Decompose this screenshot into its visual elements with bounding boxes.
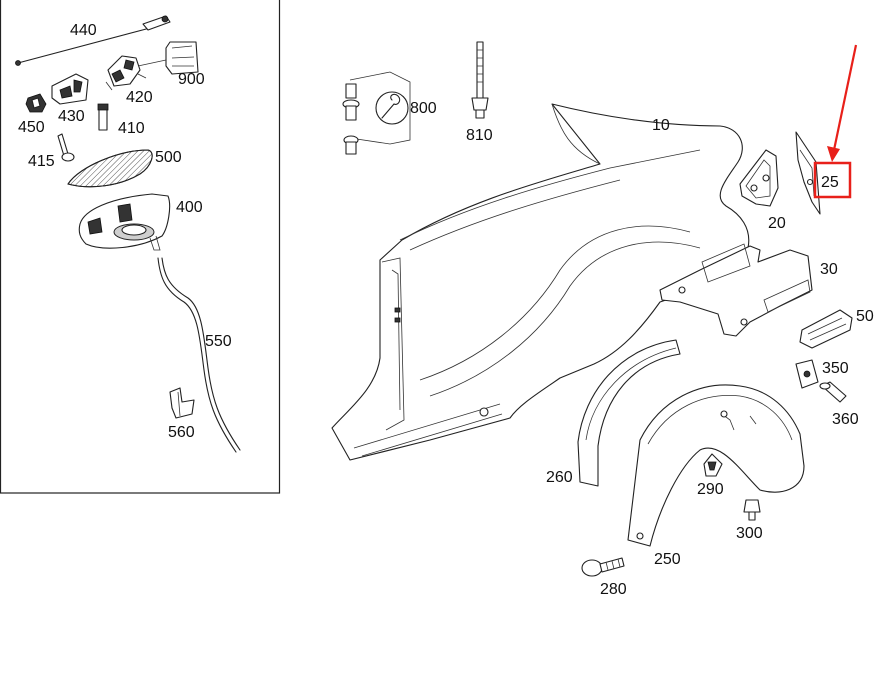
wrench-icon-shape — [381, 93, 401, 119]
part-415-screw[interactable] — [57, 133, 75, 162]
part-290-clip[interactable] — [703, 453, 723, 477]
label-400: 400 — [176, 199, 203, 216]
label-290: 290 — [697, 481, 724, 498]
label-410: 410 — [118, 120, 145, 137]
part-800-bolts[interactable] — [342, 71, 411, 155]
wrench-icon — [375, 91, 409, 125]
label-260: 260 — [546, 469, 573, 486]
part-250-wheel-liner[interactable] — [627, 384, 805, 547]
label-360: 360 — [832, 411, 859, 428]
label-20: 20 — [768, 215, 786, 232]
part-10-side-panel[interactable] — [331, 103, 750, 461]
label-300: 300 — [736, 525, 763, 542]
part-20-bracket[interactable] — [739, 149, 779, 207]
label-900: 900 — [178, 71, 205, 88]
label-810: 810 — [466, 127, 493, 144]
part-25-bracket[interactable] — [795, 131, 821, 215]
highlight-box — [813, 161, 852, 199]
inset-frame — [0, 0, 281, 494]
label-430: 430 — [58, 108, 85, 125]
part-440-release-cable[interactable] — [15, 15, 171, 66]
part-430-bracket[interactable] — [51, 73, 89, 105]
part-420-actuator[interactable] — [105, 55, 147, 91]
label-250: 250 — [654, 551, 681, 568]
label-30: 30 — [820, 261, 838, 278]
label-350: 350 — [822, 360, 849, 377]
part-300-screw[interactable] — [743, 499, 761, 521]
part-260-arch-trim[interactable] — [577, 339, 681, 487]
label-800: 800 — [410, 100, 437, 117]
label-420: 420 — [126, 89, 153, 106]
label-10: 10 — [652, 117, 670, 134]
part-50-grille[interactable] — [799, 309, 853, 349]
label-450: 450 — [18, 119, 45, 136]
part-900-seal[interactable] — [137, 41, 199, 75]
label-500: 500 — [155, 149, 182, 166]
part-560-clip[interactable] — [169, 387, 195, 419]
label-560: 560 — [168, 424, 195, 441]
part-360-pin[interactable] — [819, 381, 847, 403]
label-440: 440 — [70, 22, 97, 39]
part-350-nut[interactable] — [795, 359, 819, 389]
part-500-fuel-flap[interactable] — [67, 149, 153, 188]
part-280-bolt[interactable] — [581, 557, 625, 577]
label-280: 280 — [600, 581, 627, 598]
label-25: 25 — [821, 174, 839, 191]
part-400-filler-housing[interactable] — [78, 193, 171, 251]
label-50: 50 — [856, 308, 874, 325]
part-550-drain-hose[interactable] — [157, 257, 241, 453]
part-450-clip[interactable] — [25, 93, 47, 113]
part-810-long-bolt[interactable] — [471, 41, 489, 119]
label-415: 415 — [28, 153, 55, 170]
label-550: 550 — [205, 333, 232, 350]
part-410-pin[interactable] — [97, 103, 109, 131]
highlight-arrow — [827, 44, 858, 162]
part-30-reinforcement[interactable] — [659, 243, 813, 337]
